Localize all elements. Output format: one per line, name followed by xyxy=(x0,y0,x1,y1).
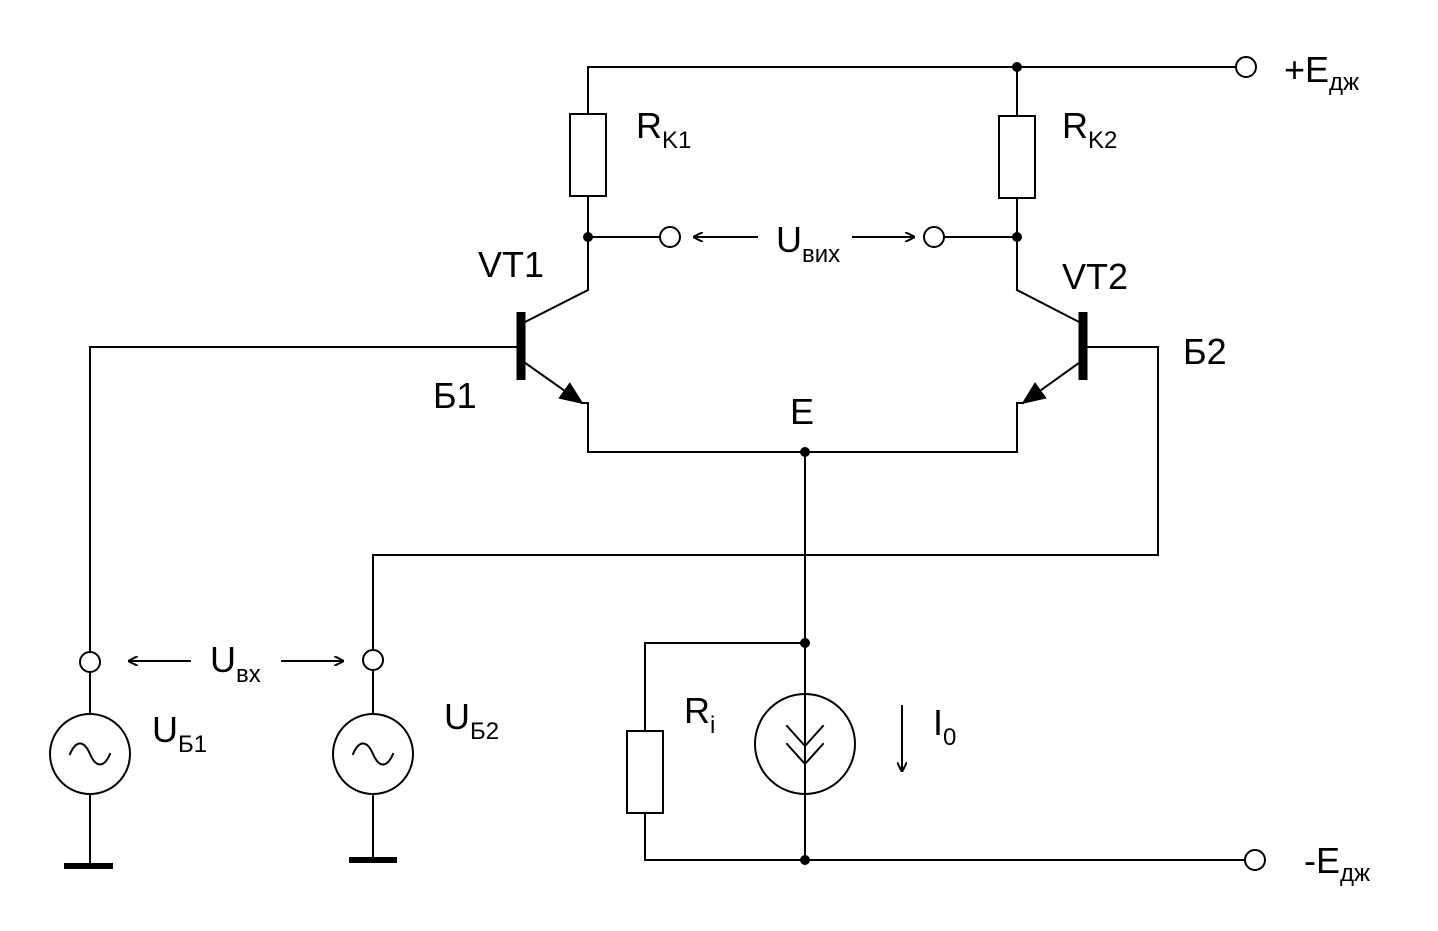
emitter-node-wiring xyxy=(587,447,1018,699)
label-ub1: UБ1 xyxy=(152,709,207,758)
label-pos-supply: +Eдж xyxy=(1284,49,1359,96)
label-b1: Б1 xyxy=(433,375,477,416)
ri-branch xyxy=(626,642,806,861)
rk1-branch xyxy=(569,66,661,291)
terminal-out-right xyxy=(923,226,945,248)
positive-rail xyxy=(587,62,1237,72)
source-ub1 xyxy=(49,713,131,795)
label-ri: Ri xyxy=(684,690,715,739)
label-e: E xyxy=(790,391,814,432)
label-ub2: UБ2 xyxy=(444,696,499,745)
terminal-out-left xyxy=(659,226,681,248)
terminal-in-left xyxy=(79,651,101,673)
resistor-rk1 xyxy=(569,113,607,197)
label-vt2: VT2 xyxy=(1062,256,1128,297)
resistor-rk2 xyxy=(998,115,1036,199)
label-rk2: RK2 xyxy=(1062,105,1117,154)
current-source-i0 xyxy=(754,693,856,861)
label-output-voltage: Uвих xyxy=(776,219,840,268)
transistor-vt2 xyxy=(1015,288,1088,453)
terminal-pos-supply xyxy=(1235,56,1257,78)
source-ub2 xyxy=(332,713,414,795)
resistor-ri xyxy=(626,730,664,814)
terminal-neg-supply xyxy=(1244,849,1266,871)
rk2-branch xyxy=(943,66,1036,291)
label-i0: I0 xyxy=(933,702,956,751)
label-neg-supply: -Eдж xyxy=(1304,840,1370,887)
label-b2: Б2 xyxy=(1183,331,1227,372)
transistor-vt1 xyxy=(516,288,590,453)
label-input-voltage: Uвх xyxy=(210,639,261,688)
label-vt1: VT1 xyxy=(478,244,544,285)
terminal-in-right xyxy=(362,649,384,671)
base2-wiring xyxy=(349,346,1159,863)
label-rk1: RK1 xyxy=(636,105,691,154)
base1-wiring xyxy=(64,346,522,869)
negative-rail xyxy=(644,855,1246,865)
